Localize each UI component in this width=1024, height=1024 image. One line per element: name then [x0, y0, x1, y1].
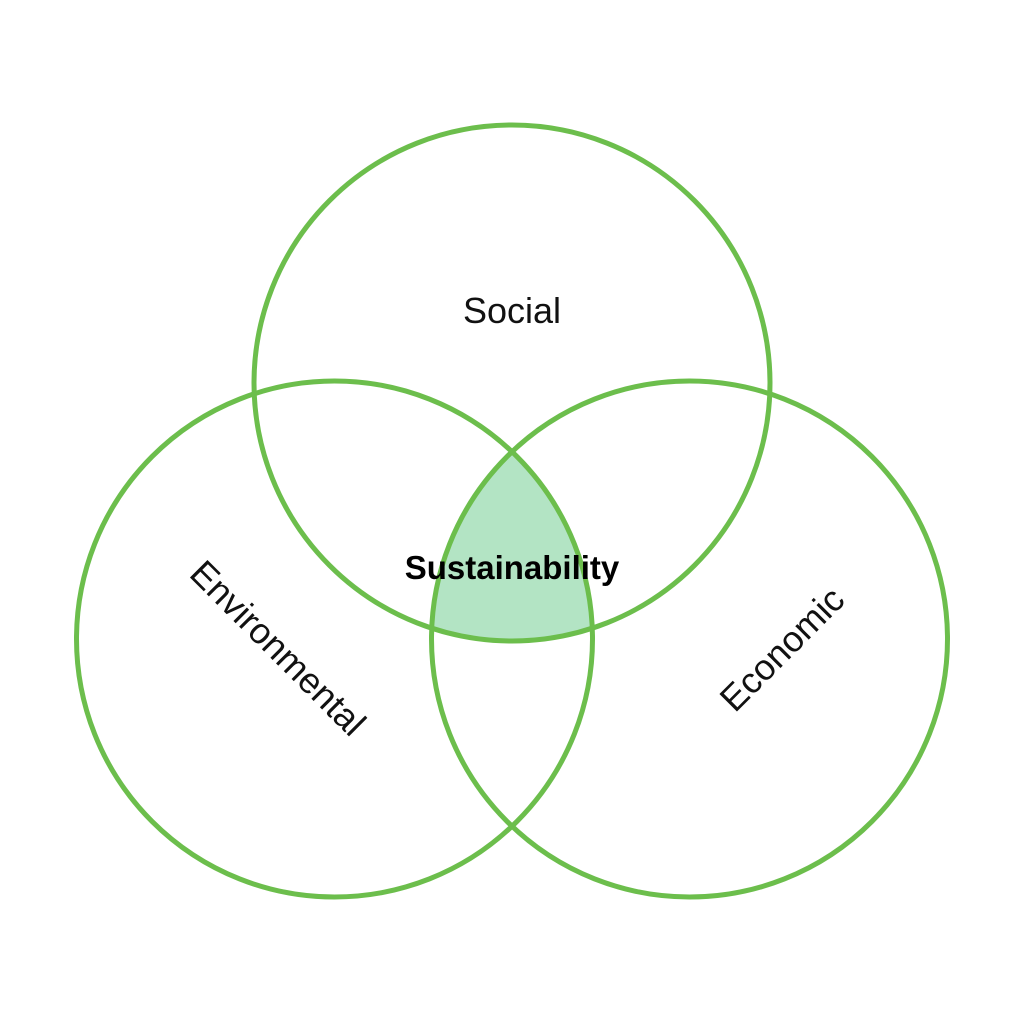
economic-circle — [429, 378, 950, 900]
social-circle — [251, 122, 773, 644]
economic-label: Economic — [712, 579, 853, 720]
environmental-circle — [74, 378, 595, 900]
social-label: Social — [463, 290, 561, 331]
sustainability-label: Sustainability — [405, 549, 620, 586]
